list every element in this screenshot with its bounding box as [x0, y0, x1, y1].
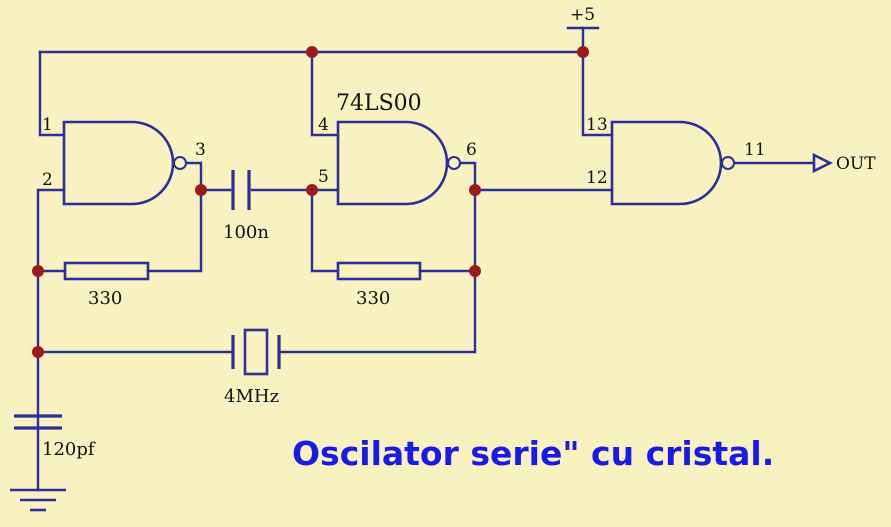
chip-label: 74LS00 — [336, 91, 422, 116]
resistor-2-symbol — [336, 261, 422, 281]
nand-gate-1 — [62, 120, 187, 206]
pin-label: 12 — [586, 168, 608, 188]
pin-label: 13 — [586, 115, 608, 135]
junctions — [32, 46, 589, 358]
wires — [36, 26, 814, 492]
pin-label: 2 — [42, 170, 53, 190]
pin-label: 3 — [195, 140, 206, 160]
output-label: OUT — [836, 154, 876, 174]
resistor-1-value: 330 — [88, 288, 122, 309]
nand-gate-3 — [610, 120, 735, 206]
ground-capacitor-value: 120pf — [42, 439, 96, 460]
pin-label: 11 — [744, 140, 766, 160]
nand-gate-2 — [336, 120, 461, 206]
resistor-1-symbol — [63, 261, 150, 281]
pin-label: 4 — [318, 115, 329, 135]
pin-label: 5 — [318, 167, 329, 187]
coupling-capacitor-value: 100n — [223, 222, 269, 243]
coupling-capacitor-symbol — [231, 170, 251, 210]
supply-label: +5 — [570, 5, 595, 25]
caption: Oscilator serie" cu cristal. — [292, 434, 774, 473]
resistor-2-value: 330 — [356, 288, 390, 309]
output-arrow-icon — [812, 152, 833, 174]
crystal-symbol — [231, 328, 281, 376]
ground-capacitor-symbol — [14, 414, 62, 430]
pin-label: 6 — [466, 140, 477, 160]
crystal-value: 4MHz — [224, 386, 279, 407]
pin-label: 1 — [42, 115, 53, 135]
ground-icon — [10, 488, 66, 512]
